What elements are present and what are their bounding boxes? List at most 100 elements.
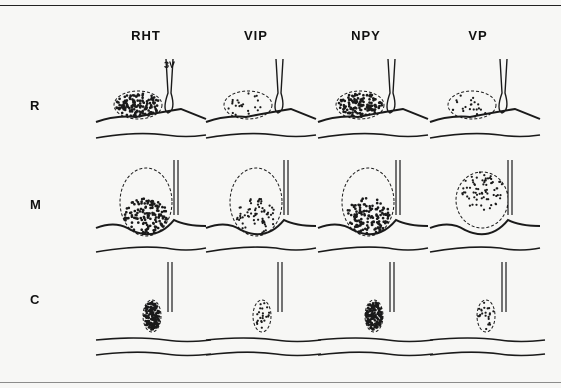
label-dot-rht-r xyxy=(140,105,143,108)
label-dot-vp-m xyxy=(489,177,491,179)
label-dot-npy-r xyxy=(368,98,371,101)
label-dot-npy-c xyxy=(380,316,383,319)
label-dot-vp-m xyxy=(481,179,483,181)
label-dot-vip-m xyxy=(239,207,241,209)
label-dot-vp-m xyxy=(482,183,484,185)
label-dot-vp-m xyxy=(499,181,501,183)
label-dot-rht-r xyxy=(128,107,131,110)
label-dot-npy-m xyxy=(359,206,362,209)
label-dot-vip-r xyxy=(235,114,237,116)
label-dot-vp-m xyxy=(484,189,486,191)
base-line-vp-r xyxy=(430,134,540,138)
label-dot-rht-m xyxy=(142,231,145,234)
label-dot-vip-m xyxy=(257,204,259,206)
label-dot-rht-m xyxy=(154,205,157,208)
label-dot-rht-m xyxy=(154,226,157,229)
label-dot-npy-m xyxy=(375,214,378,217)
label-dot-vip-m xyxy=(236,217,238,219)
label-dot-npy-r xyxy=(346,109,349,112)
label-dot-rht-r xyxy=(138,110,141,113)
label-dot-rht-m xyxy=(158,220,161,223)
label-dot-rht-r xyxy=(155,99,158,102)
label-dot-rht-r xyxy=(143,101,146,104)
label-dot-vip-c xyxy=(258,311,260,313)
label-dot-npy-m xyxy=(368,214,371,217)
label-dot-npy-r xyxy=(358,107,361,110)
label-dot-rht-c xyxy=(154,314,157,317)
label-dot-npy-r xyxy=(361,100,364,103)
label-dot-rht-c xyxy=(145,316,148,319)
label-dot-vp-r xyxy=(452,109,454,111)
label-dot-vp-m xyxy=(483,209,485,211)
label-dot-npy-m xyxy=(366,221,369,224)
label-dot-rht-r xyxy=(133,108,136,111)
label-dot-vip-m xyxy=(248,216,250,218)
label-dot-npy-m xyxy=(347,212,350,215)
label-dot-npy-r xyxy=(352,95,355,98)
label-dot-vip-m xyxy=(250,198,252,200)
label-dot-npy-r xyxy=(356,100,359,103)
label-dot-vp-c xyxy=(481,312,483,314)
label-dot-vip-r xyxy=(232,112,234,114)
label-dot-npy-m xyxy=(382,206,385,209)
label-dot-npy-c xyxy=(368,314,371,317)
label-dot-vp-r xyxy=(455,99,457,101)
label-dot-rht-r xyxy=(142,112,145,115)
label-dot-vp-c xyxy=(478,308,480,310)
label-dot-vip-c xyxy=(262,317,264,319)
label-dot-npy-m xyxy=(362,222,365,225)
label-dot-rht-m xyxy=(125,211,128,214)
label-dot-vp-c xyxy=(487,307,489,309)
optic-outline-vip-r xyxy=(206,109,316,122)
label-dot-rht-r xyxy=(156,104,159,107)
label-dot-vp-m xyxy=(476,199,478,201)
optic-outline-vp-m xyxy=(430,220,540,234)
label-dot-vp-m xyxy=(490,204,492,206)
label-dot-npy-c xyxy=(368,304,371,307)
label-dot-npy-r xyxy=(352,108,355,111)
base-line-rht-m xyxy=(96,247,206,252)
label-dot-npy-r xyxy=(361,113,364,116)
label-dot-rht-m xyxy=(156,209,159,212)
floor-line-npy-c xyxy=(318,338,433,342)
label-dot-vip-m xyxy=(250,212,252,214)
label-dot-rht-r xyxy=(129,98,132,101)
label-dot-vip-m xyxy=(255,207,257,209)
label-dot-vp-m xyxy=(489,207,491,209)
label-dot-vip-m xyxy=(258,198,260,200)
label-dot-npy-r xyxy=(342,111,345,114)
optic-outline-vip-m xyxy=(206,220,316,234)
label-dot-vip-m xyxy=(260,202,262,204)
label-dot-rht-m xyxy=(130,226,133,229)
label-dot-vip-m xyxy=(244,226,246,228)
label-dot-vp-m xyxy=(472,179,474,181)
label-dot-vip-r xyxy=(247,110,249,112)
label-dot-rht-c xyxy=(144,309,147,312)
label-dot-npy-m xyxy=(372,216,375,219)
label-dot-npy-m xyxy=(377,216,380,219)
label-dot-rht-m xyxy=(152,213,155,216)
label-dot-npy-r xyxy=(362,94,365,97)
label-dot-vip-m xyxy=(261,232,263,234)
label-dot-rht-m xyxy=(147,216,150,219)
label-dot-vip-m xyxy=(244,214,246,216)
label-dot-npy-m xyxy=(358,230,361,233)
label-dot-vip-r xyxy=(257,109,259,111)
label-dot-npy-r xyxy=(349,98,352,101)
label-dot-vip-m xyxy=(261,211,263,213)
label-dot-rht-r xyxy=(134,105,137,108)
label-dot-vp-c xyxy=(485,315,487,317)
label-dot-vp-r xyxy=(472,97,474,99)
label-dot-rht-c xyxy=(152,326,155,329)
label-dot-vp-m xyxy=(499,194,501,196)
label-dot-vip-c xyxy=(263,302,265,304)
optic-outline-vp-r xyxy=(430,109,540,122)
label-dot-rht-r xyxy=(121,112,124,115)
label-dot-vp-m xyxy=(486,198,488,200)
label-dot-npy-r xyxy=(348,94,351,97)
label-dot-vp-c xyxy=(492,310,494,312)
label-dot-vp-m xyxy=(479,171,481,173)
label-dot-vp-m xyxy=(466,195,468,197)
label-dot-rht-m xyxy=(165,217,168,220)
label-dot-vp-m xyxy=(476,177,478,179)
